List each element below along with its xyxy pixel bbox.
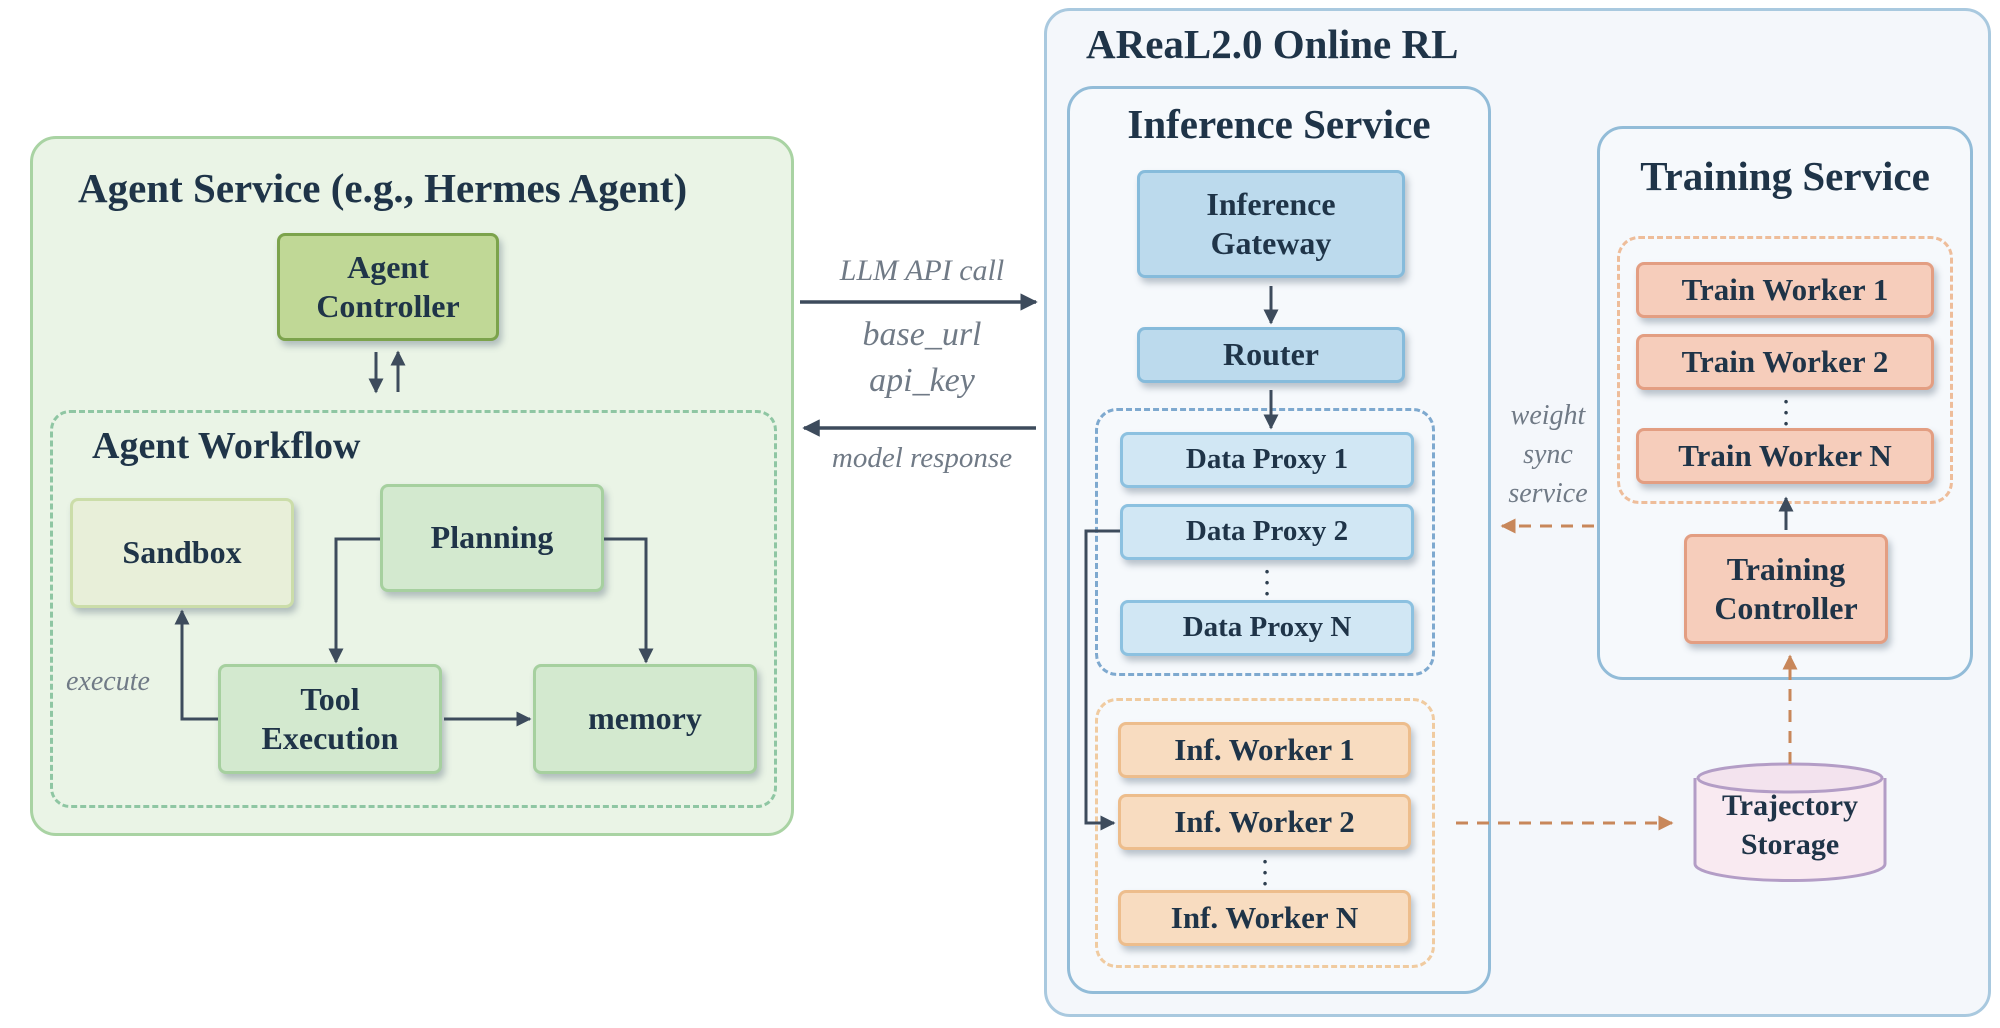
sandbox-box[interactable]: Sandbox bbox=[70, 498, 294, 608]
train-worker-1-label: Train Worker 1 bbox=[1681, 272, 1889, 308]
inf-worker-n-box[interactable]: Inf. Worker N bbox=[1118, 890, 1411, 946]
router-label: Router bbox=[1223, 336, 1319, 373]
data-proxy-n-label: Data Proxy N bbox=[1182, 611, 1352, 644]
data-proxy-1-box[interactable]: Data Proxy 1 bbox=[1120, 432, 1414, 488]
areal-title: AReaL2.0 Online RL bbox=[1086, 21, 1459, 67]
api-key-label: api_key bbox=[869, 362, 975, 399]
data-proxy-1-label: Data Proxy 1 bbox=[1185, 443, 1349, 476]
trajectory-storage-cylinder[interactable] bbox=[1690, 760, 1890, 882]
agent-workflow-region bbox=[50, 410, 777, 808]
execute-label: execute bbox=[66, 666, 150, 697]
router-box[interactable]: Router bbox=[1137, 327, 1405, 383]
inf-worker-n-label: Inf. Worker N bbox=[1170, 900, 1359, 936]
planning-box[interactable]: Planning bbox=[380, 484, 604, 592]
inf-worker-1-box[interactable]: Inf. Worker 1 bbox=[1118, 722, 1411, 778]
base-url-label: base_url bbox=[862, 316, 982, 353]
inference-worker-group bbox=[1095, 698, 1435, 968]
train-worker-1-box[interactable]: Train Worker 1 bbox=[1636, 262, 1934, 318]
memory-box[interactable]: memory bbox=[533, 664, 757, 774]
data-proxy-n-box[interactable]: Data Proxy N bbox=[1120, 600, 1414, 656]
agent-workflow-title: Agent Workflow bbox=[92, 425, 361, 467]
inference-gateway-label: Inference Gateway bbox=[1206, 185, 1336, 261]
model-response-label: model response bbox=[831, 442, 1013, 474]
data-proxy-2-box[interactable]: Data Proxy 2 bbox=[1120, 504, 1414, 560]
weight-sync-label: weight sync service bbox=[1508, 400, 1588, 509]
planning-label: Planning bbox=[430, 519, 554, 556]
memory-label: memory bbox=[588, 700, 702, 737]
data-proxy-2-label: Data Proxy 2 bbox=[1185, 515, 1349, 548]
training-service-title: Training Service bbox=[1640, 153, 1930, 199]
train-worker-2-box[interactable]: Train Worker 2 bbox=[1636, 334, 1934, 390]
data-proxy-ellipsis: ··· bbox=[1263, 559, 1271, 606]
tool-execution-box[interactable]: Tool Execution bbox=[218, 664, 442, 774]
inference-gateway-box[interactable]: Inference Gateway bbox=[1137, 170, 1405, 278]
llm-api-call-label: LLM API call bbox=[839, 254, 1005, 287]
inf-worker-ellipsis: ··· bbox=[1261, 849, 1269, 896]
sandbox-label: Sandbox bbox=[122, 534, 242, 571]
agent-service-title: Agent Service (e.g., Hermes Agent) bbox=[78, 165, 688, 211]
train-worker-2-label: Train Worker 2 bbox=[1681, 344, 1889, 380]
tool-execution-label: Tool Execution bbox=[261, 680, 399, 756]
training-controller-box[interactable]: Training Controller bbox=[1684, 534, 1888, 644]
train-worker-n-box[interactable]: Train Worker N bbox=[1636, 428, 1934, 484]
train-worker-n-label: Train Worker N bbox=[1678, 438, 1892, 474]
agent-controller-box[interactable]: Agent Controller bbox=[277, 233, 499, 341]
inf-worker-2-label: Inf. Worker 2 bbox=[1174, 804, 1355, 840]
agent-controller-label: Agent Controller bbox=[316, 248, 460, 324]
inf-worker-1-label: Inf. Worker 1 bbox=[1174, 732, 1355, 768]
training-controller-label: Training Controller bbox=[1714, 550, 1858, 626]
inference-service-title: Inference Service bbox=[1127, 101, 1431, 147]
inf-worker-2-box[interactable]: Inf. Worker 2 bbox=[1118, 794, 1411, 850]
train-worker-ellipsis: ··· bbox=[1782, 389, 1790, 436]
trajectory-storage-label: Trajectory Storage bbox=[1721, 789, 1859, 861]
